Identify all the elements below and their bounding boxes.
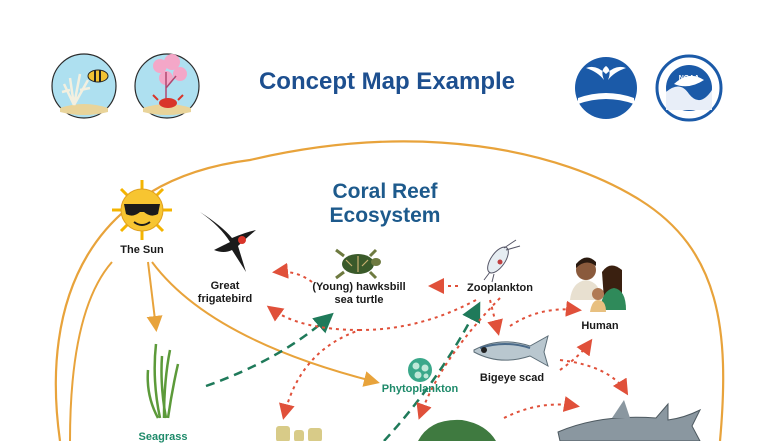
arrow-zoo-to-sponge — [279, 299, 477, 420]
node-label-frigatebird: Great frigatebird — [190, 280, 260, 306]
noaa-logo: NOAA — [655, 54, 723, 122]
arrow-seagrass-to-turtle — [205, 312, 334, 388]
turtle-icon — [335, 248, 381, 280]
diagram-title: Coral Reef Ecosystem — [300, 180, 470, 228]
arrow-grouper-to-shark — [503, 396, 580, 419]
whale-tail-logo — [575, 57, 637, 119]
frigatebird-label-line2: frigatebird — [197, 293, 253, 305]
arrow-shark-to-human — [559, 338, 593, 371]
arrow-sun-to-phytoplankton — [151, 261, 380, 387]
arrow-sun-left-loop — [69, 261, 113, 441]
arrow-turtle-to-frigatebird-low — [266, 305, 361, 331]
shark-icon — [557, 400, 702, 441]
node-label-turtle: (Young) hawksbill sea turtle — [300, 281, 418, 307]
node-label-phytoplankton: Phytoplankton — [381, 383, 459, 395]
fish-icon — [473, 335, 549, 368]
coral-fish-icon — [51, 53, 117, 119]
node-label-sun: The Sun — [120, 244, 164, 256]
node-label-human: Human — [581, 320, 619, 332]
seagrass-icon — [146, 343, 180, 419]
grouper-icon — [418, 419, 496, 441]
arrow-scad-to-shark — [559, 359, 629, 396]
zooplankton-icon — [483, 239, 521, 283]
noaa-logo-text: NOAA — [679, 75, 700, 82]
arrow-scad-to-human — [509, 300, 582, 327]
frigatebird-label-line1: Great — [210, 280, 240, 292]
node-label-seagrass: Seagrass — [138, 431, 188, 443]
human-family-icon — [570, 257, 626, 312]
node-label-zooplankton: Zooplankton — [467, 282, 533, 294]
arrow-zoo-to-grouper — [416, 297, 501, 420]
coral-crab-icon — [134, 53, 200, 119]
node-label-scad: Bigeye scad — [479, 372, 545, 384]
turtle-label-line1: (Young) hawksbill — [312, 281, 406, 293]
diagram-title-line1: Coral Reef — [332, 180, 438, 203]
arrow-phyto-to-zooplankton — [383, 301, 481, 441]
arrow-zoo-to-scad — [487, 299, 503, 336]
frigatebird-icon — [200, 212, 256, 272]
sponge-icon — [276, 426, 322, 441]
sun-icon — [112, 180, 172, 240]
diagram-title-line2: Ecosystem — [329, 204, 441, 227]
arrow-sun-to-seagrass — [146, 261, 163, 332]
turtle-label-line2: sea turtle — [334, 294, 384, 306]
page-title: Concept Map Example — [258, 68, 516, 95]
ecosystem-boundary — [54, 140, 725, 441]
phytoplankton-icon — [408, 358, 432, 382]
